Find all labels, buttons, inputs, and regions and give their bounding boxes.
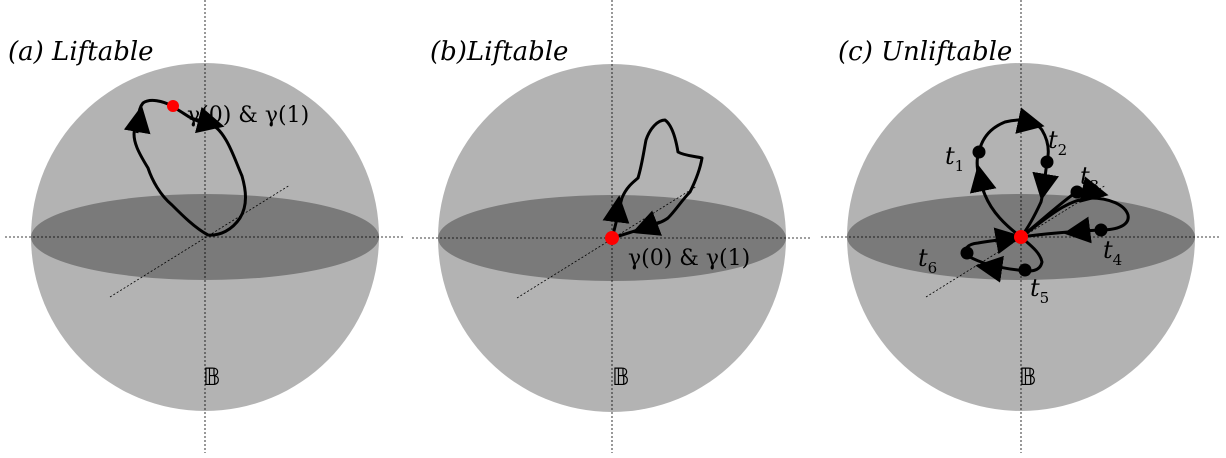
base-point — [1014, 230, 1028, 244]
panel-a: (a) Liftable γ(0) & γ(1) 𝔹 — [5, 0, 405, 453]
ball-label: 𝔹 — [612, 363, 630, 391]
time-label-t3: t3 — [1080, 162, 1099, 195]
direction-arrow — [969, 164, 997, 194]
direction-arrow — [602, 195, 630, 224]
point-label: γ(0) & γ(1) — [628, 246, 750, 271]
panel-c: (c) Unliftable t1 t2 t3 t4 t5 t6 𝔹 — [821, 0, 1221, 453]
time-point-t4 — [1094, 223, 1108, 237]
time-point-t1 — [972, 145, 986, 159]
direction-arrow — [975, 255, 1004, 283]
point-label: γ(0) & γ(1) — [187, 103, 309, 128]
direction-arrow — [631, 210, 662, 236]
time-point-t5 — [1018, 263, 1032, 277]
direction-arrow — [1079, 176, 1109, 203]
time-label-t4: t4 — [1103, 236, 1122, 269]
base-point — [167, 100, 179, 112]
time-point-t3 — [1070, 185, 1084, 199]
panel-title: (a) Liftable — [8, 37, 154, 67]
panel-b: (b)Liftable γ(0) & γ(1) 𝔹 — [412, 0, 812, 453]
ball-label: 𝔹 — [1019, 363, 1037, 391]
depth-axis — [109, 184, 291, 298]
direction-arrow — [1032, 171, 1059, 201]
time-label-t1: t1 — [945, 142, 964, 175]
time-label-t2: t2 — [1048, 126, 1067, 159]
direction-arrow — [993, 227, 1023, 255]
panel-title: (c) Unliftable — [838, 37, 1012, 67]
panel-title: (b)Liftable — [430, 37, 568, 67]
time-point-t6 — [960, 246, 974, 260]
direction-arrow — [189, 106, 225, 134]
direction-arrow — [1063, 216, 1092, 244]
time-label-t6: t6 — [918, 244, 937, 277]
time-point-t2 — [1040, 155, 1054, 169]
time-label-t5: t5 — [1030, 274, 1049, 307]
direction-arrow — [1015, 107, 1045, 134]
base-point — [605, 231, 619, 245]
direction-arrow — [123, 105, 151, 135]
ball-label: 𝔹 — [203, 363, 221, 391]
